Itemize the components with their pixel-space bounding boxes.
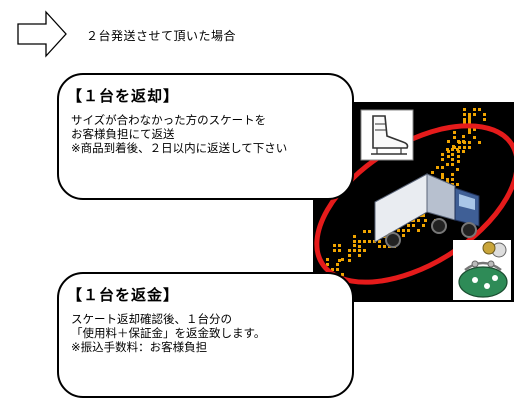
refund-line-3: ※振込手数料：お客様負担 — [71, 340, 265, 354]
truck-icon — [375, 174, 479, 247]
refund-card-title: 【１台を返金】 — [67, 284, 179, 305]
return-card: 【１台を返却】 サイズが合わなかった方のスケートを お客様負担にて返送 ※商品到… — [57, 73, 354, 200]
skate-icon — [361, 110, 413, 160]
refund-card: 【１台を返金】 スケート返却確認後、１台分の 「使用料＋保証金」を返金致します。… — [57, 272, 354, 398]
refund-card-body: スケート返却確認後、１台分の 「使用料＋保証金」を返金致します。 ※振込手数料：… — [71, 312, 265, 354]
return-line-2: お客様負担にて返送 — [71, 127, 287, 141]
purse-icon — [453, 240, 511, 300]
refund-line-2: 「使用料＋保証金」を返金致します。 — [71, 326, 265, 340]
return-card-body: サイズが合わなかった方のスケートを お客様負担にて返送 ※商品到着後、２日以内に… — [71, 113, 287, 155]
refund-line-1: スケート返却確認後、１台分の — [71, 312, 265, 326]
return-line-3: ※商品到着後、２日以内に返送して下さい — [71, 141, 287, 155]
return-card-title: 【１台を返却】 — [67, 85, 179, 106]
arrow-right-icon — [16, 10, 68, 58]
header-text: ２台発送させて頂いた場合 — [86, 27, 236, 44]
return-line-1: サイズが合わなかった方のスケートを — [71, 113, 287, 127]
